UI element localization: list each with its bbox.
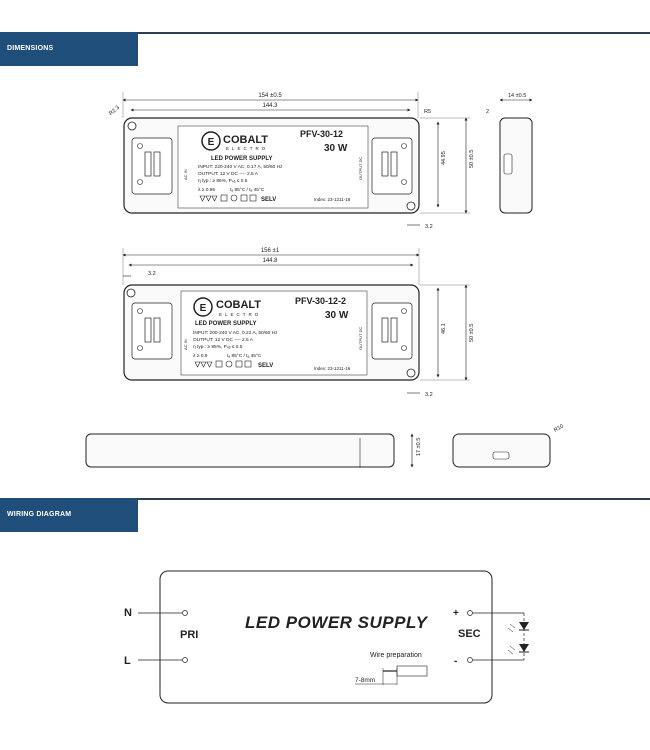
power-factor-2: λ ≥ 0.9 (193, 353, 208, 359)
wiring-diagram: N L PRI LED POWER SUPPLY SEC + - Wire pr… (124, 570, 529, 704)
svg-text:E: E (208, 137, 215, 148)
output-spec: OUTPUT: 12 V DC ---- 2.5 A (198, 171, 259, 177)
positive-label: + (453, 608, 459, 619)
cobalt-logo-icon (201, 131, 221, 151)
dim-inner-length-2: 144.8 (262, 258, 278, 264)
svg-text:E: E (200, 303, 207, 314)
wiring-section-title: WIRING DIAGRAM (0, 498, 138, 532)
certification-icons (194, 360, 252, 368)
dim-height: 44.95 (441, 151, 447, 165)
power-rating-2: 30 W (325, 310, 349, 321)
index-number: Index: 23-1211-18 (314, 197, 351, 202)
svg-text:AC IN: AC IN (183, 169, 188, 180)
dim-side-depth: 2 (486, 109, 489, 115)
certification-icons (199, 194, 257, 202)
power-rating: 30 W (324, 143, 348, 154)
unit-bottom-drawing: 156 ±1 144.8 3.2 E COBALT ELECTRO LED PO… (122, 248, 475, 398)
dim-hole: 3.2 (425, 224, 433, 230)
dim-side-width: 14 ±0.5 (508, 93, 526, 99)
product-name-2: LED POWER SUPPLY (195, 321, 256, 327)
svg-text:OUTPUT DC: OUTPUT DC (358, 157, 363, 180)
dim-left-offset: 3.2 (148, 271, 156, 277)
led-diode-icon (507, 644, 529, 655)
temperature-spec-2: tₐ 85°C / tₐ 45°C (227, 353, 262, 359)
profile-views: 17 ±0.5 R10 (85, 423, 565, 468)
dimensions-section-bar: DIMENSIONS (0, 32, 650, 66)
dim-height-total-2: 50 ±0.5 (469, 324, 475, 342)
cobalt-logo-icon (193, 297, 213, 317)
output-spec-2: OUTPUT: 12 V DC ---- 2.5 A (193, 337, 254, 343)
dim-radius-right: R5 (424, 109, 431, 115)
section-rule (0, 498, 650, 500)
dim-inner-length: 144.3 (262, 103, 278, 109)
index-number-2: Index: 23-1211-16 (314, 366, 351, 371)
live-label: L (124, 655, 131, 667)
svg-text:OUTPUT DC: OUTPUT DC (358, 327, 363, 350)
neutral-label: N (124, 607, 132, 619)
dim-hole-2: 3.2 (425, 392, 433, 398)
wiring-title: LED POWER SUPPLY (245, 613, 429, 632)
primary-label: PRI (180, 629, 198, 641)
strip-length-label: 7-8mm (355, 677, 375, 684)
dim-radius-left: R2.3 (108, 105, 121, 117)
negative-label: - (454, 656, 457, 667)
brand-sub: ELECTRO (226, 146, 268, 151)
led-diode-icon (507, 622, 529, 633)
dimensions-section-title: DIMENSIONS (0, 32, 138, 66)
efficiency-spec: η typ.: ≥ 86%, Pₛᵦ ≤ 0.5 (198, 178, 248, 184)
temperature-spec: tₐ 85°C / tₐ 45°C (230, 187, 265, 193)
wiring-section-bar: WIRING DIAGRAM (0, 498, 650, 532)
wire-prep-label: Wire preparation (370, 652, 422, 659)
brand-name: COBALT (223, 134, 268, 146)
brand-sub-2: ELECTRO (219, 312, 261, 317)
efficiency-spec-2: η typ.: ≥ 85%, Pₛᵦ ≤ 0.5 (193, 344, 243, 350)
selv-mark-2: SELV (258, 363, 273, 369)
dim-height-2: 46.1 (441, 323, 447, 334)
selv-mark: SELV (261, 197, 276, 203)
unit-top-drawing: 154 ±0.5 144.3 R2.3 R5 E COBALT ELECTRO … (108, 92, 533, 230)
model-name: PFV-30-12 (300, 129, 343, 139)
dim-profile-height: 17 ±0.5 (416, 438, 422, 456)
power-factor: λ ≥ 0.95 (198, 187, 215, 193)
brand-name-2: COBALT (216, 299, 261, 311)
input-spec: INPUT: 220-240 V AC, 0.17 A, 50/60 Hz (198, 164, 283, 170)
svg-text:AC IN: AC IN (183, 339, 188, 350)
product-name: LED POWER SUPPLY (211, 156, 272, 162)
secondary-label: SEC (458, 628, 481, 640)
dim-overall-length-2: 156 ±1 (261, 248, 280, 254)
model-name-2: PFV-30-12-2 (295, 296, 346, 306)
dim-overall-length: 154 ±0.5 (258, 93, 282, 99)
input-spec-2: INPUT: 200-240 V AC, 0.22 A, 50/60 Hz (193, 330, 278, 336)
dim-profile-radius: R10 (553, 423, 565, 433)
dim-height-total: 50 ±0.5 (469, 150, 475, 168)
section-rule (0, 32, 650, 34)
